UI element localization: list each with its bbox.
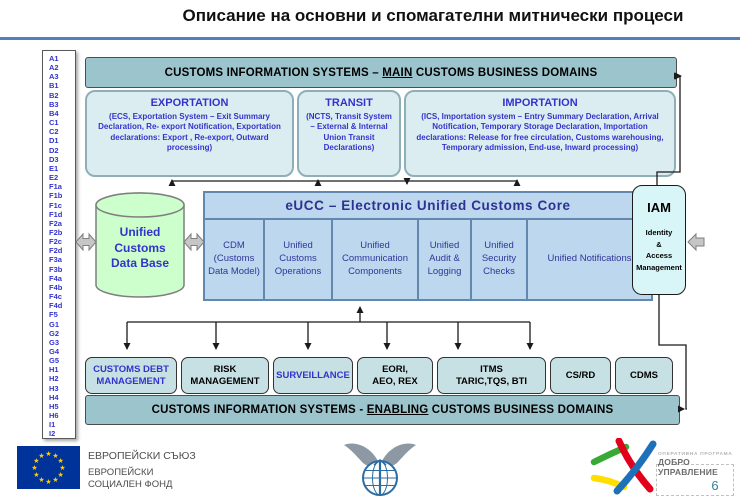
process-code: B2 [49,90,59,100]
process-code: I2 [49,429,56,439]
process-code: F1d [49,209,63,219]
process-code: F5 [49,310,58,320]
process-code: F2d [49,246,63,256]
main-domains-header: CUSTOMS INFORMATION SYSTEMS – MAIN CUSTO… [85,57,677,88]
process-code: F1c [49,200,62,210]
enabling-cdms: CDMS [615,357,673,394]
process-code: H3 [49,383,59,393]
process-code: H1 [49,365,59,375]
svg-text:★: ★ [57,457,63,465]
svg-text:★: ★ [33,457,39,465]
enabling-risk-management: RISK MANAGEMENT [181,357,269,394]
process-code: B4 [49,108,59,118]
svg-text:★: ★ [38,476,44,484]
process-code: F3b [49,264,63,274]
eucc-component-security: Unified Security Checks [472,220,528,299]
iam-subtitle: Identity & Access Management [636,228,682,272]
enabling-customs-debt-management: CUSTOMS DEBT MANAGEMENT [85,357,177,394]
eucc-component-communication: Unified Communication Components [333,220,419,299]
process-code: A2 [49,63,59,73]
eu-fund-label: ЕВРОПЕЙСКИ СЪЮЗ ЕВРОПЕЙСКИ СОЦИАЛЕН ФОНД [88,450,196,490]
process-code: F4c [49,292,62,302]
svg-text:★: ★ [52,452,58,460]
process-code: G5 [49,356,60,366]
process-code: E2 [49,173,59,183]
page-title: Описание на основни и спомагателни митни… [182,6,684,25]
domain-description: (ICS, Importation system – Entry Summary… [416,112,664,153]
svg-text:★: ★ [45,478,51,486]
process-code: F2b [49,227,63,237]
domain-transit: TRANSIT (NCTS, Transit System – External… [297,90,401,177]
process-code: H5 [49,401,59,411]
eucc-core: eUCC – Electronic Unified Customs Core C… [203,191,653,301]
page-number: 6 [711,478,719,493]
eucc-component-notifications: Unified Notifications [547,253,632,265]
eucc-component-audit: Unified Audit & Logging [419,220,472,299]
process-code: H2 [49,374,59,384]
svg-text:★: ★ [57,471,63,479]
process-code: D3 [49,154,59,164]
enabling-domains-header: CUSTOMS INFORMATION SYSTEMS - ENABLING C… [85,395,680,425]
eucc-component-operations: Unified Customs Operations [265,220,333,299]
svg-text:★: ★ [31,464,37,472]
domain-importation: IMPORTATION (ICS, Importation system – E… [404,90,676,177]
process-code: A1 [49,54,59,63]
eu-flag-icon: ★★★★★★★★★★★★ [17,446,80,489]
process-code: F4d [49,301,63,311]
process-code: F3a [49,255,62,265]
svg-text:★: ★ [45,450,51,458]
process-code: F4a [49,273,62,283]
svg-text:★: ★ [52,476,58,484]
svg-text:★: ★ [33,471,39,479]
process-code: F1a [49,182,62,192]
domain-title: EXPORTATION [150,97,229,109]
title-divider [0,37,740,40]
database-label: Unified Customs Data Base [110,225,170,271]
process-code: D1 [49,136,59,146]
process-code: G3 [49,337,60,347]
database-cylinder-icon [95,192,185,298]
process-code: H4 [49,392,59,402]
eucc-components: CDM (Customs Data Model) Unified Customs… [205,220,651,299]
customs-agency-logo-icon [344,443,416,496]
enabling-itms-taric-tqs-bti: ITMS TARIC,TQS, BTI [437,357,546,394]
process-code: F2a [49,218,62,228]
domain-exportation: EXPORTATION (ECS, Exportation System – E… [85,90,294,177]
process-code: F2c [49,237,62,247]
svg-text:★: ★ [38,452,44,460]
process-code: C1 [49,118,59,128]
domain-title: TRANSIT [325,97,373,109]
page-number-placeholder [656,464,734,496]
process-code: B3 [49,99,59,109]
process-code: G1 [49,319,60,329]
domain-title: IMPORTATION [502,97,578,109]
good-governance-logo-icon [590,438,657,495]
programme-label: ОПЕРАТИВНА ПРОГРАМА ДОБРО УПРАВЛЕНИЕ [658,452,733,477]
process-code: E1 [49,163,59,173]
domain-description: (ECS, Exportation System – Exit Summary … [98,112,281,153]
enabling-eori-aeo-rex: EORI, AEO, REX [357,357,433,394]
iam-title: IAM [647,200,671,215]
eucc-title: eUCC – Electronic Unified Customs Core [205,193,651,220]
iam-box: IAM Identity & Access Management [632,185,686,295]
process-code: C2 [49,127,59,137]
process-code: H6 [49,411,59,421]
process-code: G4 [49,347,60,356]
enabling-csrd: CS/RD [550,357,611,394]
process-code: F4b [49,282,63,292]
svg-text:★: ★ [59,464,65,472]
enabling-surveillance: SURVEILLANCE [273,357,353,394]
eucc-component-cdm: CDM (Customs Data Model) [205,220,265,299]
process-code: I1 [49,420,56,430]
process-code: A3 [49,72,59,82]
process-code: D2 [49,145,59,155]
process-code: G2 [49,328,60,338]
process-code: B1 [49,81,59,91]
domain-description: (NCTS, Transit System – External & Inter… [306,112,392,153]
process-code: F1b [49,191,63,201]
